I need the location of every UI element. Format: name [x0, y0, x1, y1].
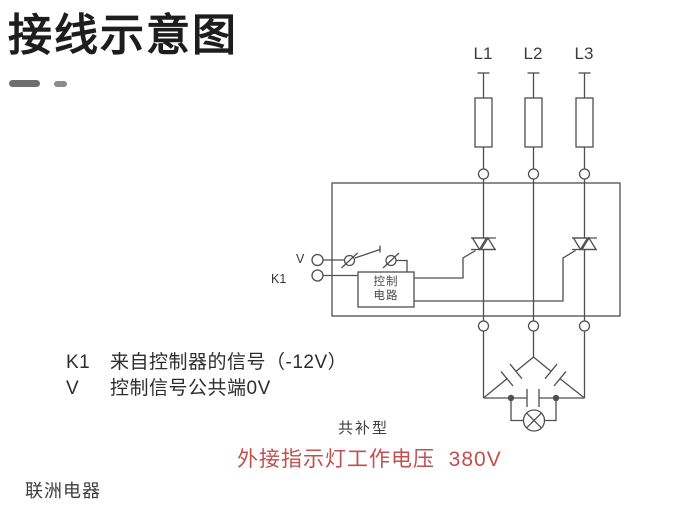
title-underline-long — [9, 80, 40, 87]
terminal-label-k1: K1 — [271, 272, 287, 286]
triac-icon-1 — [471, 236, 497, 251]
note-v: V 控制信号公共端0V — [66, 376, 347, 402]
note-k1-text: 来自控制器的信号（-12V） — [110, 352, 348, 373]
capacitor-symbol-left — [483, 356, 534, 399]
terminal-circle-top-l2 — [527, 168, 540, 180]
k1-input-circuit — [311, 269, 358, 282]
terminal-circle-top-l3 — [578, 168, 591, 180]
warning-text: 外接指示灯工作电压 380V — [237, 448, 502, 471]
phase-label-l3: L3 — [574, 44, 594, 63]
note-k1: K1 来自控制器的信号（-12V） — [66, 350, 347, 376]
gate-line-2 — [414, 249, 576, 302]
terminal-label-v: V — [296, 252, 305, 266]
compensation-type-label: 共补型 — [338, 420, 390, 437]
note-v-term: V — [66, 378, 80, 399]
control-circuit-label-line2: 电路 — [373, 289, 399, 302]
terminal-circle-v — [311, 253, 324, 267]
fuse-icon-l3 — [575, 97, 594, 148]
capacitor-symbol-bottom — [483, 389, 585, 407]
gate-line-1 — [414, 249, 476, 279]
indicator-lamp-icon — [522, 409, 546, 432]
triac-icon-2 — [572, 236, 598, 251]
title-underline-short — [54, 81, 67, 87]
phase-label-l1: L1 — [473, 44, 493, 63]
switch-blade — [354, 248, 381, 259]
phase-label-l2: L2 — [523, 44, 543, 63]
control-circuit-box — [357, 271, 415, 308]
terminal-circle-top-l1 — [477, 168, 490, 180]
signal-notes: K1 来自控制器的信号（-12V） V 控制信号公共端0V — [66, 350, 347, 402]
note-v-text: 控制信号公共端0V — [110, 378, 271, 399]
terminal-circle-bottom-l3 — [578, 320, 591, 332]
terminal-circle-bottom-l2 — [527, 320, 540, 332]
page-title: 接线示意图 — [8, 11, 238, 60]
control-circuit-label: 控制 电路 — [358, 272, 414, 307]
fuse-icon-l1 — [474, 97, 493, 148]
v-input-circuit — [311, 245, 408, 272]
phase-line-l3 — [575, 72, 594, 398]
control-circuit-label-line1: 控制 — [373, 275, 399, 288]
terminal-circle-bottom-l1 — [477, 320, 490, 332]
terminal-circle-k1 — [311, 269, 324, 282]
capacitor-symbol-right — [533, 356, 585, 399]
fuse-icon-l2 — [524, 97, 543, 148]
indicator-lamp-branch — [510, 398, 557, 432]
switch-contact-left — [341, 252, 358, 269]
phase-line-l2 — [524, 72, 543, 357]
phase-line-l1 — [474, 72, 493, 398]
company-name: 联洲电器 — [25, 481, 101, 501]
note-k1-term: K1 — [66, 352, 91, 373]
module-outline-box — [331, 182, 621, 317]
